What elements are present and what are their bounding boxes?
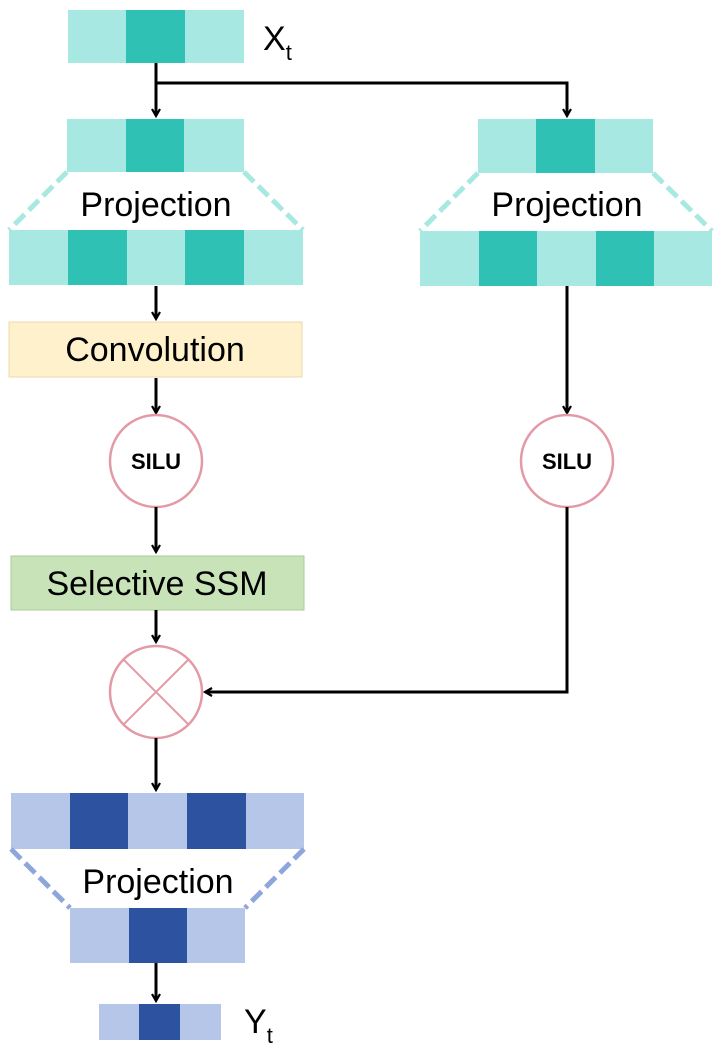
input-cell-2 — [126, 10, 185, 63]
multiply-icon — [108, 644, 204, 740]
left-proj-dash-left — [7, 170, 69, 232]
right-projection-label: Projection — [491, 186, 642, 224]
left-proj-top-cell-2 — [126, 119, 184, 172]
input-token — [68, 10, 244, 63]
left-projection-label: Projection — [80, 186, 231, 224]
left-proj-bottom-cell-5 — [244, 230, 303, 285]
arrow-right-silu-to-multiply — [205, 507, 569, 692]
input-label: Xt — [263, 20, 292, 65]
output-cell-2 — [139, 1004, 180, 1040]
right-proj-bottom-cell-3 — [537, 231, 596, 286]
right-silu-label: SILU — [542, 449, 592, 474]
right-proj-dash-left — [418, 171, 480, 233]
out-proj-dash-left — [9, 847, 72, 910]
left-projection-block: Projection — [7, 119, 305, 285]
input-cell-3 — [185, 10, 244, 63]
out-proj-bottom-cell-1 — [70, 908, 129, 963]
selective-ssm-box — [10, 555, 305, 611]
right-proj-bottom-cell-5 — [654, 231, 712, 286]
out-proj-top-cell-5 — [246, 793, 304, 849]
right-proj-bottom-cell-4 — [596, 231, 654, 286]
left-proj-bottom-cell-3 — [127, 230, 185, 285]
right-proj-bottom-cell-1 — [420, 231, 479, 286]
left-proj-dash-right — [242, 170, 305, 232]
right-proj-top-cell-1 — [478, 119, 536, 173]
left-proj-top-cell-3 — [184, 119, 244, 172]
out-proj-bottom-cell-3 — [187, 908, 245, 963]
right-proj-dash-right — [651, 171, 714, 233]
output-token — [99, 1004, 221, 1040]
output-cell-3 — [180, 1004, 221, 1040]
right-proj-top-cell-2 — [536, 119, 595, 173]
output-projection-label: Projection — [82, 863, 233, 901]
left-proj-top-cell-1 — [67, 119, 126, 172]
left-proj-bottom-cell-1 — [9, 230, 68, 285]
out-proj-top-cell-3 — [128, 793, 187, 849]
left-silu-label: SILU — [131, 449, 181, 474]
convolution-label: Convolution — [65, 331, 245, 369]
out-proj-dash-right — [243, 847, 306, 910]
out-proj-bottom-cell-2 — [129, 908, 187, 963]
out-proj-top-cell-1 — [11, 793, 70, 849]
selective-ssm-block: Selective SSM — [10, 555, 305, 611]
convolution-block: Convolution — [8, 321, 303, 378]
convolution-box — [8, 321, 303, 378]
selective-ssm-label: Selective SSM — [46, 565, 267, 603]
left-proj-bottom-cell-2 — [68, 230, 127, 285]
output-label: Yt — [244, 1003, 273, 1048]
output-projection-block: Projection — [9, 793, 306, 963]
input-cell-1 — [68, 10, 126, 63]
left-silu-node: SILU — [108, 413, 204, 509]
left-proj-bottom-cell-4 — [185, 230, 244, 285]
out-proj-top-cell-2 — [70, 793, 128, 849]
multiply-cross-b — [122, 658, 190, 726]
right-proj-top-cell-3 — [595, 119, 653, 173]
right-proj-bottom-cell-2 — [479, 231, 537, 286]
right-silu-node: SILU — [519, 413, 615, 509]
output-cell-1 — [99, 1004, 139, 1040]
right-projection-block: Projection — [418, 119, 714, 286]
arrow-input-to-right-projection — [156, 81, 567, 116]
out-proj-top-cell-4 — [187, 793, 246, 849]
